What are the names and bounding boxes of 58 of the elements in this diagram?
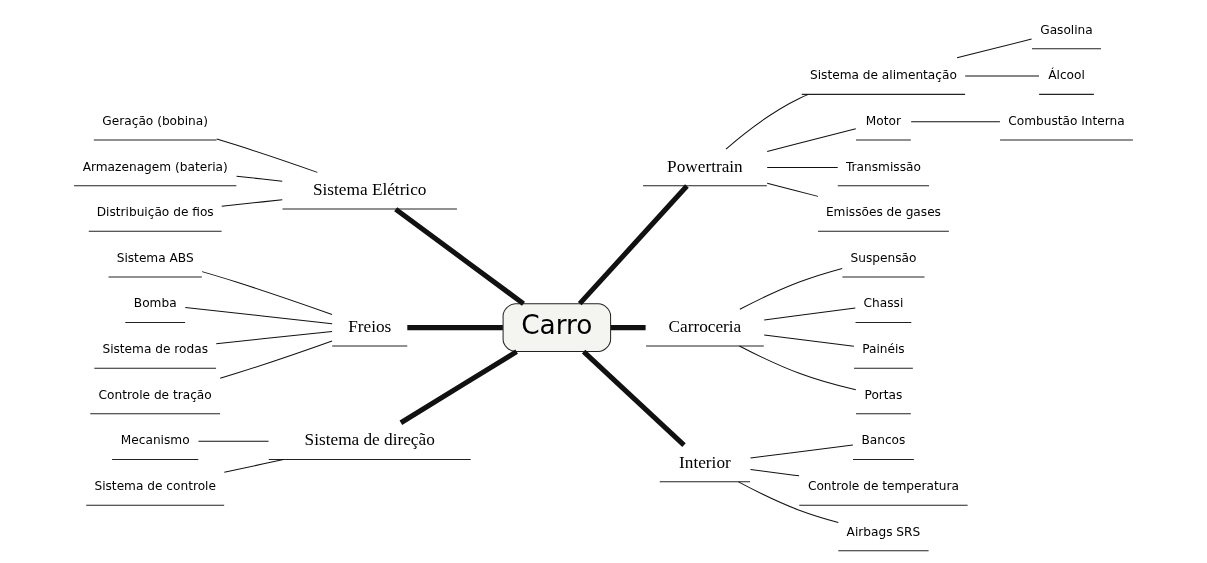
connector — [219, 340, 333, 379]
node-text: Armazenagem (bateria) — [82, 159, 228, 174]
node-box: Carro — [502, 303, 612, 352]
node-text: Gasolina — [1040, 22, 1093, 37]
node-text: Motor — [865, 113, 902, 128]
connector — [184, 307, 333, 325]
node-text: Freios — [348, 316, 392, 336]
node-text: Mecanismo — [120, 433, 190, 448]
node-text: Sistema de alimentação — [809, 68, 957, 83]
connector — [407, 325, 503, 331]
node-text: Combustão Interna — [1008, 113, 1125, 128]
node-text: Bomba — [133, 296, 177, 311]
connector — [763, 307, 856, 321]
connector — [763, 334, 855, 347]
node-text: Transmissão — [845, 159, 921, 174]
node-text: Sistema de direção — [304, 430, 435, 450]
node-text: Álcool — [1048, 68, 1085, 83]
node-text: Suspensão — [850, 250, 917, 265]
connector — [956, 38, 1033, 59]
node-text: Distribuição de fios — [96, 205, 214, 220]
node-text: Portas — [864, 387, 903, 402]
connector — [766, 182, 819, 197]
connector — [197, 440, 269, 442]
connector — [910, 121, 1001, 123]
connector — [394, 207, 525, 306]
connector — [399, 349, 518, 425]
node-text: Geração (bobina) — [102, 113, 209, 128]
node-text: Bancos — [861, 433, 906, 448]
node-text: Emissões de gases — [825, 205, 941, 220]
connector — [739, 267, 843, 310]
connector — [737, 481, 839, 523]
node-text: Carroceria — [668, 316, 742, 336]
connector — [216, 138, 318, 173]
node-text: Sistema de controle — [94, 479, 216, 494]
node-text: Painéis — [862, 342, 905, 357]
connector — [749, 444, 854, 459]
node-text: Controle de tração — [98, 387, 212, 402]
node-text: Sistema Elétrico — [312, 179, 427, 199]
connector — [201, 271, 333, 315]
connector — [221, 199, 283, 207]
connector — [223, 459, 284, 473]
connector — [766, 128, 857, 153]
node-text: Powertrain — [667, 156, 743, 176]
connector — [577, 184, 689, 306]
connector — [766, 166, 839, 168]
node-text: Airbags SRS — [846, 524, 921, 539]
connector — [725, 93, 809, 150]
connector — [611, 325, 646, 331]
connector — [236, 175, 283, 182]
node-text: Chassi — [863, 296, 904, 311]
node-text: Interior — [679, 452, 731, 472]
connector — [215, 331, 333, 345]
node-text: Sistema de rodas — [102, 342, 208, 357]
node-text: Controle de temperatura — [807, 479, 959, 494]
connector — [749, 468, 800, 477]
connector — [738, 345, 857, 391]
connector — [581, 349, 686, 447]
node-text: Sistema ABS — [116, 250, 194, 265]
